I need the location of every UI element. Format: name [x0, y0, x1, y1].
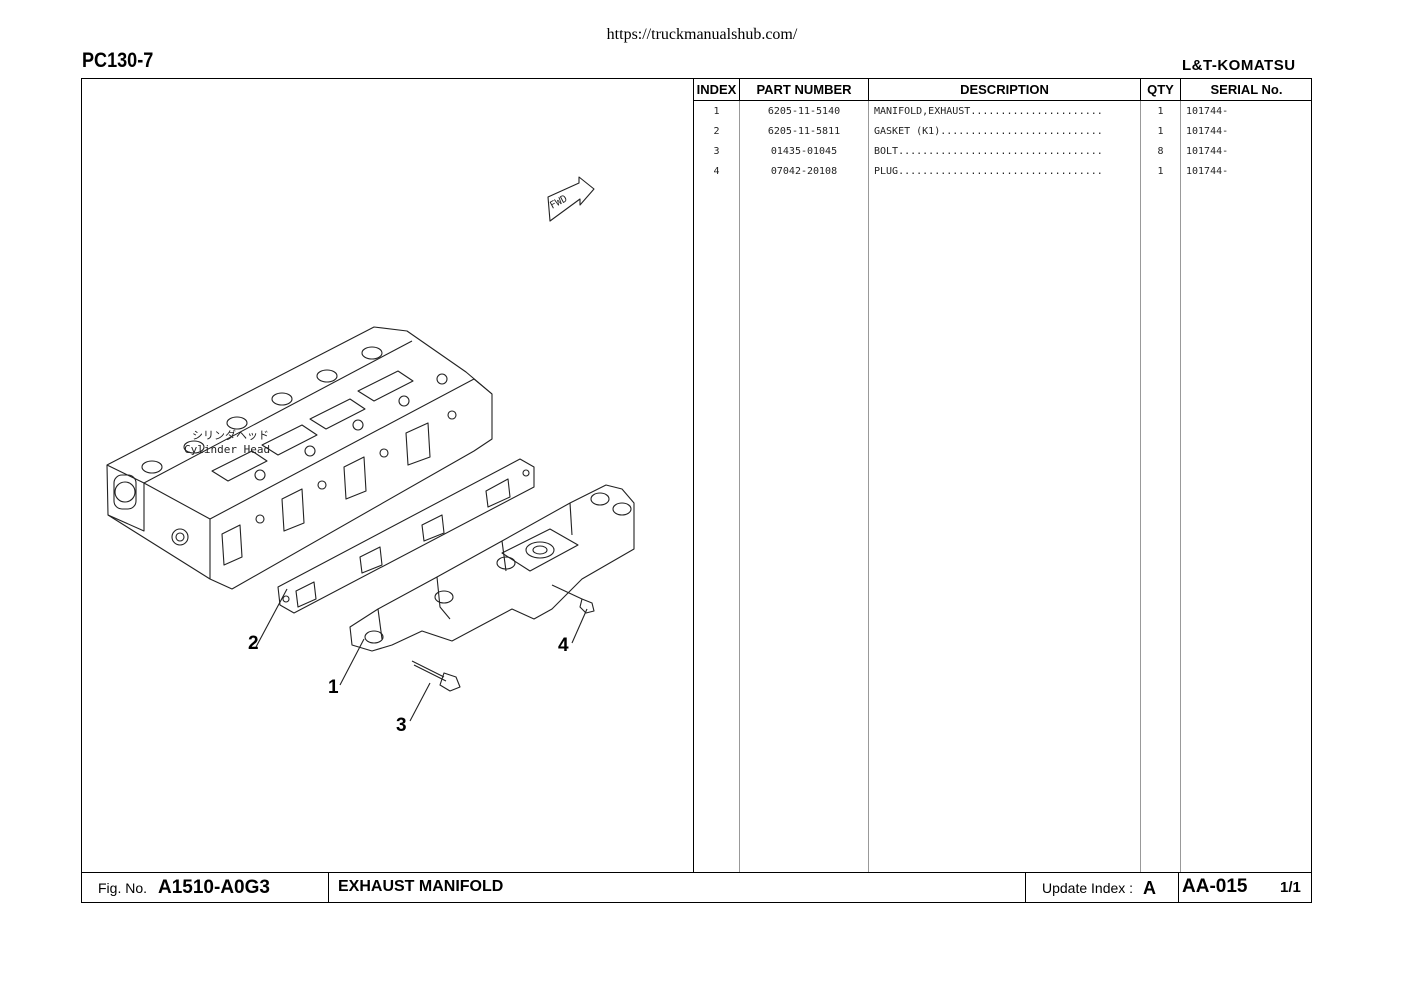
page-code: AA-015 — [1182, 876, 1248, 897]
bolt-drawing — [411, 660, 461, 692]
row-part-number[interactable]: 01435-01045 — [770, 146, 838, 157]
plug-drawing — [551, 584, 595, 614]
col-divider — [1140, 79, 1141, 101]
row-index: 3 — [713, 146, 720, 157]
col-header-qty: QTY — [1147, 82, 1174, 97]
row-serial: 101744- — [1186, 146, 1229, 157]
exhaust-manifold-drawing — [349, 484, 635, 652]
callout-2: 2 — [248, 633, 259, 654]
page-count: 1/1 — [1280, 879, 1301, 896]
col-divider — [868, 79, 869, 101]
machine-model: PC130-7 — [82, 49, 154, 72]
footer-divider — [328, 873, 329, 903]
row-index: 1 — [713, 106, 720, 117]
row-description: BOLT.................................. — [874, 146, 1103, 157]
row-part-number[interactable]: 6205-11-5811 — [767, 126, 841, 137]
col-divider — [739, 79, 740, 872]
row-serial: 101744- — [1186, 126, 1229, 137]
col-header-index: INDEX — [696, 82, 737, 97]
col-divider — [1180, 79, 1181, 872]
fig-number-label: Fig. No. — [98, 880, 148, 896]
row-part-number[interactable]: 6205-11-5140 — [767, 106, 841, 117]
callout-3: 3 — [396, 715, 407, 736]
col-header-part-number: PART NUMBER — [756, 82, 852, 97]
callout-1: 1 — [328, 677, 339, 698]
cylinder-head-label-jp: シリンダヘッド — [192, 428, 269, 442]
fwd-arrow-icon — [547, 176, 595, 222]
row-index: 2 — [713, 126, 720, 137]
update-index-value: A — [1143, 878, 1156, 898]
callout-4: 4 — [558, 635, 569, 656]
brand-logo: L&T-KOMATSU — [1182, 57, 1296, 74]
col-divider — [868, 79, 869, 872]
table-row: 4 07042-20108 PLUG......................… — [694, 162, 1312, 182]
row-serial: 101744- — [1186, 166, 1229, 177]
col-divider — [739, 79, 740, 101]
row-description: MANIFOLD,EXHAUST...................... — [874, 106, 1103, 117]
figure-footer: Fig. No. A1510-A0G3 EXHAUST MANIFOLD Upd… — [82, 872, 1311, 903]
col-divider — [1180, 79, 1181, 101]
source-url[interactable]: https://truckmanualshub.com/ — [606, 26, 798, 43]
row-qty: 1 — [1157, 106, 1164, 117]
table-row: 2 6205-11-5811 GASKET (K1)..............… — [694, 122, 1312, 142]
cylinder-head-label-en: Cylinder Head — [184, 443, 270, 456]
table-row: 3 01435-01045 BOLT......................… — [694, 142, 1312, 162]
table-row: 1 6205-11-5140 MANIFOLD,EXHAUST.........… — [694, 102, 1312, 122]
parts-table-header: INDEX PART NUMBER DESCRIPTION QTY SERIAL… — [694, 79, 1312, 101]
footer-divider — [1025, 873, 1026, 903]
figure-title: EXHAUST MANIFOLD — [338, 878, 504, 895]
cylinder-head-drawing — [106, 326, 493, 590]
col-header-description: DESCRIPTION — [960, 82, 1049, 97]
gasket-drawing — [277, 458, 535, 614]
row-qty: 8 — [1157, 146, 1164, 157]
footer-divider — [1178, 873, 1179, 903]
row-description: PLUG.................................. — [874, 166, 1103, 177]
parts-table: INDEX PART NUMBER DESCRIPTION QTY SERIAL… — [693, 79, 1312, 872]
fig-number: A1510-A0G3 — [158, 877, 270, 898]
row-index: 4 — [713, 166, 720, 177]
row-serial: 101744- — [1186, 106, 1229, 117]
col-header-serial: SERIAL No. — [1210, 82, 1283, 97]
update-index-label: Update Index : — [1042, 880, 1134, 896]
exploded-parts-illustration: シリンダヘッド Cylinder Head FWD 2 1 3 4 — [106, 176, 635, 736]
col-divider — [1140, 79, 1141, 872]
row-qty: 1 — [1157, 126, 1164, 137]
page-frame — [81, 78, 1312, 903]
row-part-number[interactable]: 07042-20108 — [770, 166, 838, 177]
row-qty: 1 — [1157, 166, 1164, 177]
row-description: GASKET (K1)........................... — [874, 126, 1103, 137]
